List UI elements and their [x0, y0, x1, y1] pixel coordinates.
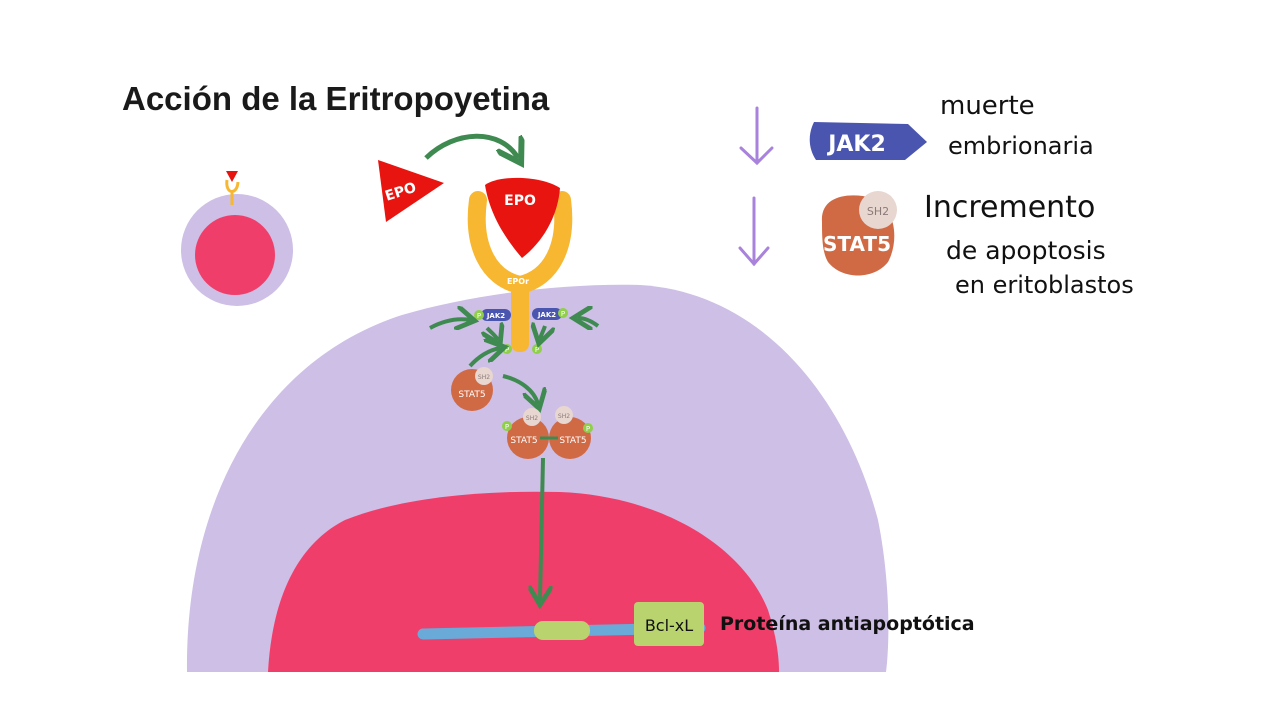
knockout-arrow-jak2 [739, 106, 774, 166]
knockout-arrow-stat5 [738, 196, 770, 267]
small-cell-nucleus [195, 215, 275, 295]
stat5-badge: SH2 STAT5 [821, 191, 897, 276]
stat5-effect-line3: en eritoblastos [955, 271, 1134, 299]
stat5-effect-line2: de apoptosis [946, 236, 1106, 265]
svg-text:STAT5: STAT5 [510, 436, 537, 446]
phospho-dimer-right [583, 423, 593, 433]
sh2-single [475, 367, 493, 385]
svg-text:P: P [586, 425, 590, 433]
jak2-badge: JAK2 [809, 122, 927, 160]
svg-text:P: P [561, 310, 565, 318]
svg-text:STAT5: STAT5 [823, 232, 891, 256]
epo-bound-label: EPO [504, 193, 536, 209]
sh2-dimer-right [555, 406, 573, 424]
small-epo-icon [226, 171, 238, 182]
svg-text:P: P [505, 423, 509, 431]
svg-text:STAT5: STAT5 [559, 436, 586, 446]
stat5-dimer: SH2 SH2 STAT5 STAT5 P P [502, 406, 593, 459]
svg-text:JAK2: JAK2 [537, 311, 556, 319]
receptor-label: EPOr [507, 277, 529, 286]
epo-bound: EPO [485, 177, 560, 258]
bcl-xl-box: Bcl-xL [634, 602, 704, 646]
stat5-effect-line1: Incremento [924, 190, 1096, 225]
svg-text:SH2: SH2 [526, 415, 538, 422]
small-receptor-icon [225, 179, 240, 205]
jak2-left: JAK2 P [474, 309, 511, 321]
svg-text:P: P [535, 346, 539, 354]
svg-text:P: P [477, 312, 481, 320]
jak2-effect-line1: muerte [940, 91, 1035, 121]
stat5-single: SH2 STAT5 [451, 367, 493, 411]
epo-binding-arrow [424, 133, 518, 158]
jak2-effect-line2: embrionaria [948, 132, 1094, 160]
activation-arrows [429, 318, 600, 404]
svg-text:STAT5: STAT5 [458, 390, 485, 400]
phospho-dimer-left [502, 421, 512, 431]
svg-text:SH2: SH2 [867, 205, 889, 218]
small-cell [181, 171, 293, 306]
jak2-right: JAK2 P [532, 308, 568, 320]
protein-label: Proteína antiapoptótica [720, 613, 975, 635]
nuclear-translocation-arrow [540, 457, 543, 600]
svg-text:SH2: SH2 [558, 413, 570, 420]
epo-receptor: EPOr [467, 191, 573, 352]
svg-text:Bcl-xL: Bcl-xL [645, 616, 693, 635]
svg-text:P: P [505, 346, 509, 354]
stat5-badge-sh2 [859, 191, 897, 229]
epo-free: EPO [378, 160, 444, 222]
sh2-dimer-left [523, 408, 541, 426]
svg-text:JAK2: JAK2 [826, 132, 886, 157]
svg-text:SH2: SH2 [478, 374, 490, 381]
gene-segment [534, 621, 590, 640]
phospho-jak2-right [558, 308, 568, 318]
title: Acción de la Eritropoyetina [122, 80, 550, 117]
svg-text:JAK2: JAK2 [486, 312, 505, 320]
